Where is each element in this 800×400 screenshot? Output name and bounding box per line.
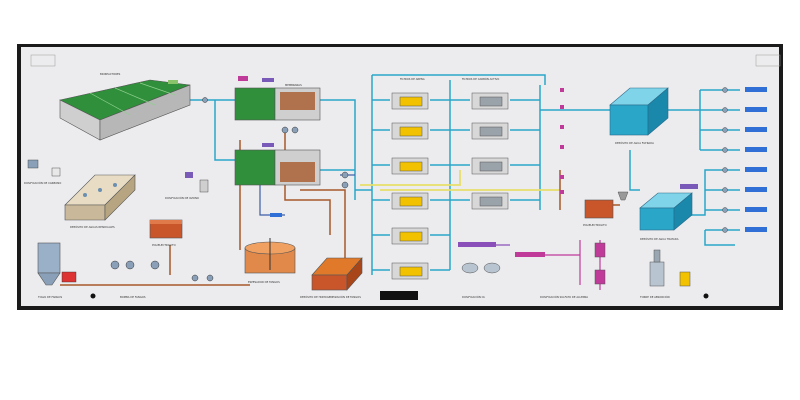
treated-water-tank: DEPÓSITO DE AGUA TRATADA (639, 192, 693, 241)
membrane-tank-lower (234, 149, 321, 186)
membrane-tank-upper (234, 87, 321, 121)
sand-filters-label: FILTROS DE ARENA (400, 77, 425, 81)
sludge-homogenization-tank: DEPÓSITO DE HOMOGENEIZACIÓN DE FANGOS (300, 257, 363, 299)
tag-green (168, 80, 178, 84)
mount-hole (90, 293, 96, 299)
pump-row-upper (722, 87, 728, 153)
polyelectrolyte-label-2: POLIELECTROLITO (583, 223, 607, 227)
sludge-silo: TOLVA DE FANGOS (37, 242, 77, 299)
yellow-line (360, 170, 560, 191)
carbon-filter (471, 92, 509, 110)
sand-filter (391, 92, 429, 110)
output-tags-upper (745, 87, 767, 152)
carbon-filter (471, 192, 509, 210)
panel-button[interactable] (380, 291, 418, 300)
pump-cluster (202, 97, 349, 189)
carbon-filter (471, 122, 509, 140)
output-tags-lower (745, 167, 767, 232)
tower-label: TORRE DE ABSORCIÓN (640, 294, 670, 299)
aluminium-sulfate-dosing: DOSIFICACIÓN SULFATO DE ALUMINA (515, 242, 606, 299)
filtered-water-tank-label: DEPÓSITO DE AGUA FILTRADA (615, 140, 654, 145)
mount-hole (703, 293, 709, 299)
polyelectrolyte-label-1: POLIELECTROLITO (152, 243, 176, 247)
wastewater-tank: DEPÓSITO DE AGUAS RESIDUALES (64, 174, 136, 229)
absorption-tower: TORRE DE ABSORCIÓN (640, 249, 691, 299)
carbon-dosing: DOSIFICACIÓN DE CARBONO (24, 159, 61, 185)
ozone-dosing-label: DOSIFICACIÓN DE OZONO (165, 195, 199, 200)
carbon-filters (471, 92, 509, 210)
sand-filters (391, 92, 429, 280)
tag-purple (680, 184, 698, 189)
mount-plate (30, 54, 56, 67)
polyelectrolyte-unit-1: POLIELECTROLITO (149, 219, 183, 247)
water-pipes (190, 74, 740, 275)
sand-filter (391, 157, 429, 175)
carbon-dosing-label: DOSIFICACIÓN DE CARBONO (24, 180, 61, 185)
carbon-filters-label: FILTROS DE CARBÓN ACTIVO (462, 76, 499, 81)
chlorine-dosing-label: DOSIFICACIÓN Cl₂ (462, 294, 485, 299)
bioreactor-label: BIOREACTORES (100, 72, 121, 76)
sand-filter (391, 192, 429, 210)
pump-row-lower (722, 167, 728, 233)
chlorine-dosing: DOSIFICACIÓN Cl₂ (458, 242, 501, 299)
aluminium-sulfate-label: DOSIFICACIÓN SULFATO DE ALUMINA (540, 294, 588, 299)
membrane-label: MEMBRANAS (285, 83, 302, 87)
sand-filter (391, 122, 429, 140)
sludge-silo-label: TOLVA DE FANGOS (38, 295, 62, 299)
sludge-pump-label: BOMBA DE FANGOS (120, 295, 146, 299)
ozone-dosing: DOSIFICACIÓN DE OZONO (165, 172, 209, 200)
sand-filter (391, 227, 429, 245)
treated-water-tank-label: DEPÓSITO DE AGUA TRATADA (640, 236, 679, 241)
wastewater-tank-label: DEPÓSITO DE AGUAS RESIDUALES (70, 224, 115, 229)
biological-reactors: BIOREACTORES (59, 72, 191, 141)
sludge-pumps (110, 260, 214, 282)
valve-column (560, 88, 564, 194)
tag-purple (262, 143, 274, 147)
tag-purple (262, 78, 274, 82)
filtered-water-tank: DEPÓSITO DE AGUA FILTRADA (609, 87, 669, 145)
carbon-filter (471, 157, 509, 175)
polyelectrolyte-unit-2: POLIELECTROLITO (583, 191, 629, 227)
tag-blue (270, 213, 282, 217)
sludge-homogenization-label: DEPÓSITO DE HOMOGENEIZACIÓN DE FANGOS (300, 294, 361, 299)
sludge-thickener-label: ESPESADOR DE FANGOS (248, 280, 280, 284)
mount-plate (755, 54, 781, 67)
sand-filter (391, 262, 429, 280)
sludge-thickener: ESPESADOR DE FANGOS (244, 238, 296, 284)
tag-magenta (238, 76, 248, 81)
